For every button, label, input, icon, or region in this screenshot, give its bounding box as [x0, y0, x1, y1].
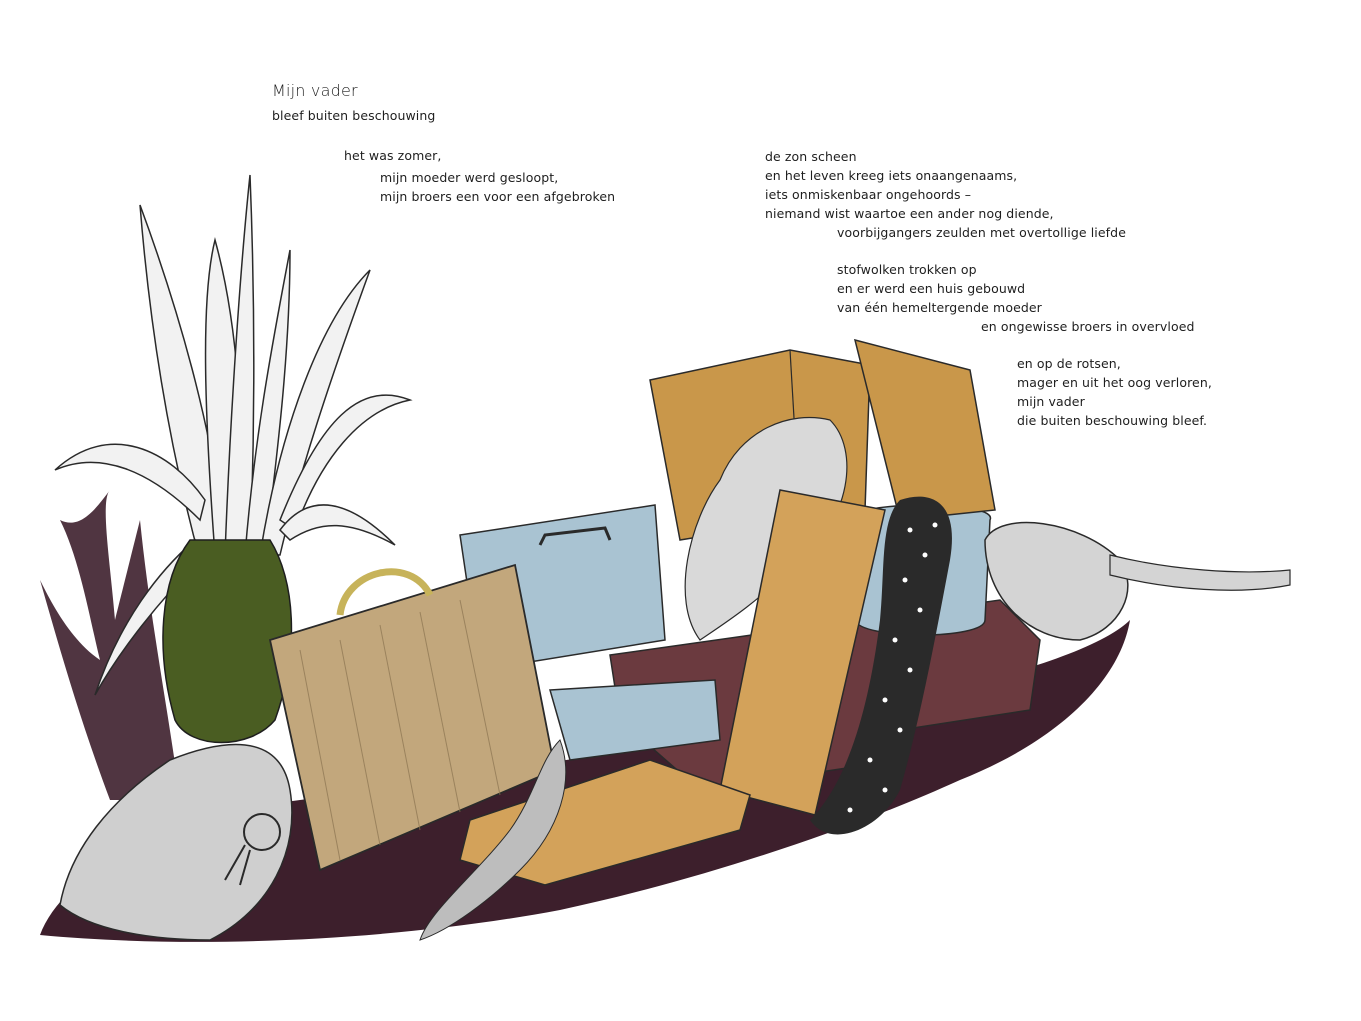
poem-line: van één hemeltergende moeder [837, 300, 1042, 315]
grey-bag [59, 743, 293, 941]
poem-line: mijn moeder werd gesloopt, [380, 170, 559, 185]
poem-line: en er werd een huis gebouwd [837, 281, 1026, 296]
poem-line: mijn broers een voor een afgebroken [380, 189, 616, 204]
poem-line: mager en uit het oog verloren, [1017, 375, 1212, 390]
green-pot [162, 539, 293, 744]
suitcase-handle-icon [336, 568, 434, 616]
grey-stocking [419, 739, 567, 941]
striped-plant-leaves [54, 174, 413, 696]
poem-line: de zon scheen [765, 149, 857, 164]
poem-title: Mijn vader [272, 81, 358, 100]
grey-duffel [984, 521, 1129, 641]
polka-dots [847, 522, 938, 813]
poem-line: stofwolken trokken op [837, 262, 977, 277]
poem-subtitle: bleef buiten beschouwing [272, 108, 436, 123]
cardboard-flap [853, 338, 996, 521]
poem-line: en het leven kreeg iets onaangenaams, [765, 168, 1018, 183]
poem-line: iets onmiskenbaar ongehoords – [765, 187, 972, 202]
poem-line: het was zomer, [344, 148, 442, 163]
poem-line: mijn vader [1017, 394, 1085, 409]
poem-line: die buiten beschouwing bleef. [1017, 413, 1208, 428]
poem-line: niemand wist waartoe een ander nog diend… [765, 206, 1054, 221]
dark-plant [40, 490, 180, 800]
polka-dot-scarf [810, 496, 952, 835]
light-blue-crate [549, 679, 721, 761]
poem-line: en ongewisse broers in overvloed [981, 319, 1195, 334]
poem-line: en op de rotsen, [1017, 356, 1121, 371]
poem-line: voorbijgangers zeulden met overtollige l… [837, 225, 1126, 240]
keys-icon [224, 813, 281, 886]
